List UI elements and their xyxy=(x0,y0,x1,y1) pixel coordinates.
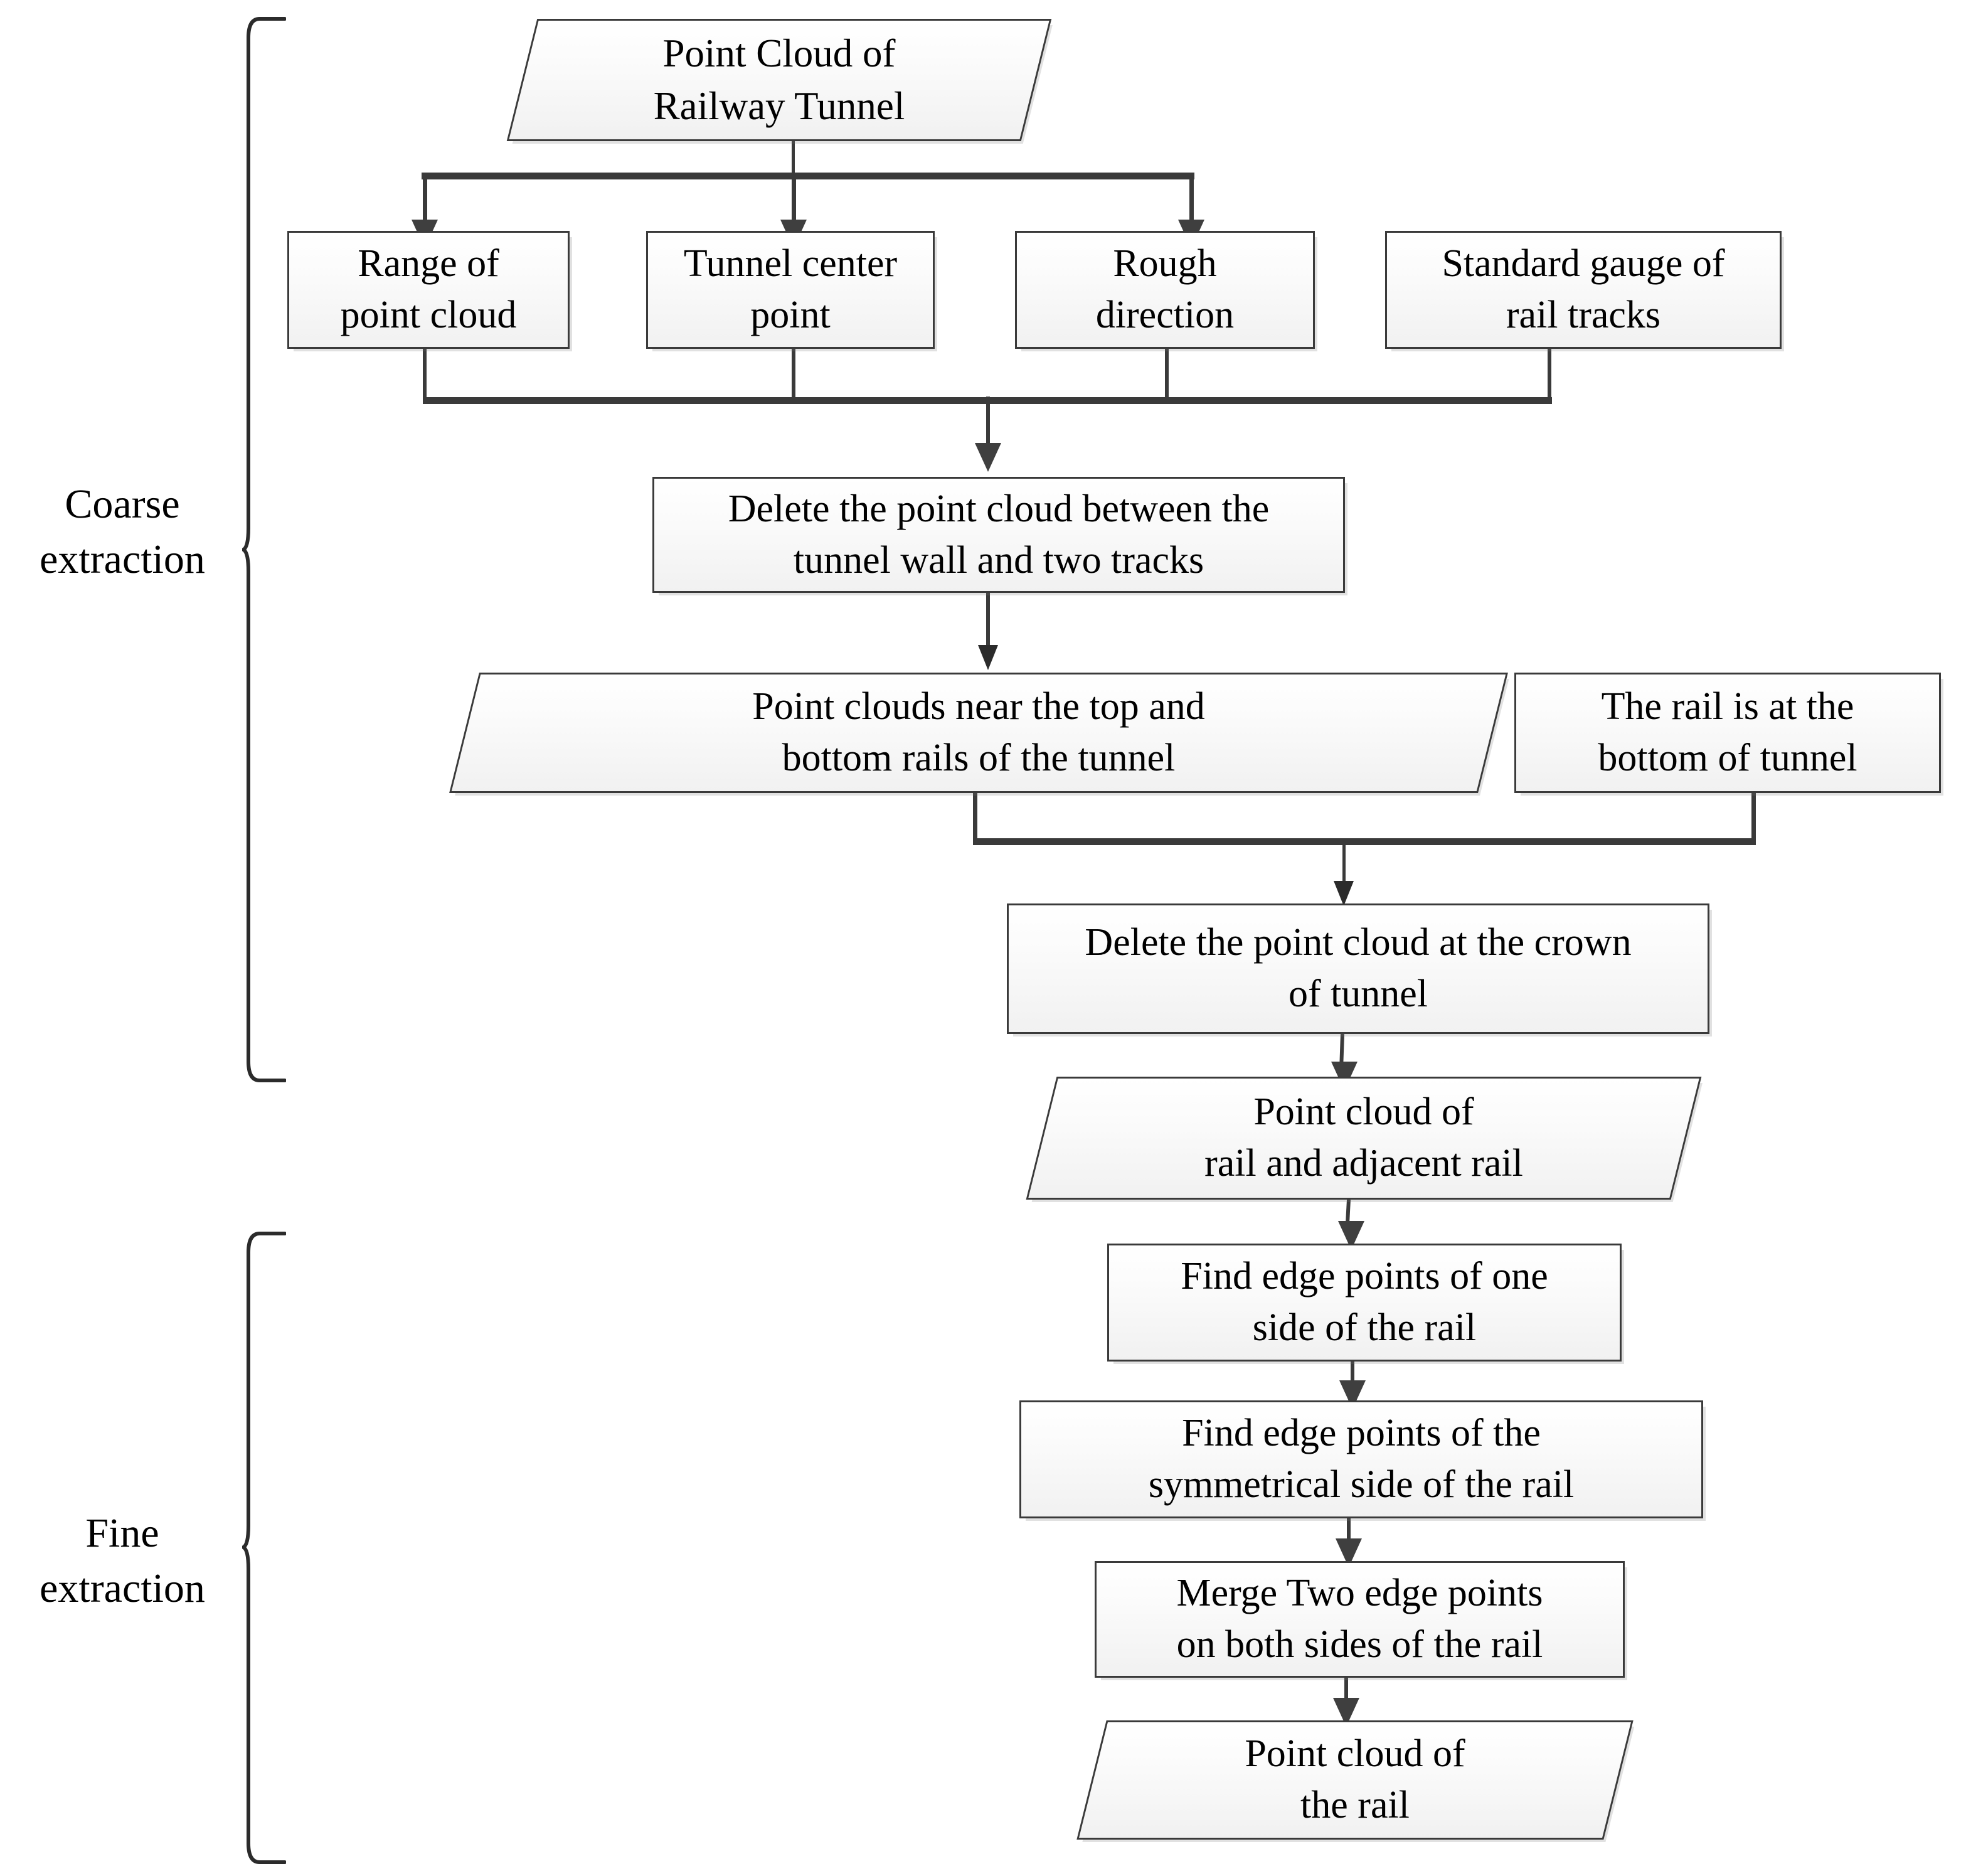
node-find-edge-points-symmetric[interactable]: Find edge points of the symmetrical side… xyxy=(1019,1400,1703,1518)
node-rail-is-at-bottom-of-tunnel[interactable]: The rail is at the bottom of tunnel xyxy=(1514,673,1941,793)
edge-clouds-near-rails-down xyxy=(973,792,977,843)
coarse-extraction-brace xyxy=(242,16,286,1083)
edge-input-to-rough-drop xyxy=(1189,176,1194,223)
node-label: Delete the point cloud between the tunne… xyxy=(728,487,1270,582)
arrowhead-to-delete-between xyxy=(975,443,1001,472)
node-label: Point Cloud of Railway Tunnel xyxy=(653,31,905,128)
node-label: Delete the point cloud at the crown of t… xyxy=(1085,921,1632,1015)
edge-input-bus xyxy=(422,173,1194,179)
edge-center-down xyxy=(792,348,795,402)
node-label: Tunnel center point xyxy=(683,242,898,336)
edge-merge-down xyxy=(1344,1676,1348,1713)
node-find-edge-points-one-side[interactable]: Find edge points of one side of the rail xyxy=(1107,1244,1622,1362)
node-label: Point cloud of rail and adjacent rail xyxy=(1204,1090,1523,1185)
node-label: Standard gauge of rail tracks xyxy=(1442,242,1725,336)
section-label-coarse: Coarse extraction xyxy=(40,481,205,583)
edge-input-to-center-drop xyxy=(792,176,796,223)
node-label: Point clouds near the top and bottom rai… xyxy=(752,685,1205,779)
node-tunnel-center-point[interactable]: Tunnel center point xyxy=(646,231,935,349)
node-rough-direction[interactable]: Rough direction xyxy=(1015,231,1315,349)
node-delete-point-cloud-at-crown[interactable]: Delete the point cloud at the crown of t… xyxy=(1007,903,1709,1034)
edge-crown-merge-stem xyxy=(1342,838,1346,887)
edge-row1-merge-stem xyxy=(986,397,990,448)
node-label: The rail is at the bottom of tunnel xyxy=(1598,685,1857,779)
node-label: Rough direction xyxy=(1095,242,1235,336)
node-label: Find edge points of the symmetrical side… xyxy=(1148,1412,1575,1506)
node-point-clouds-near-rails[interactable]: Point clouds near the top and bottom rai… xyxy=(449,673,1508,793)
edge-rough-down xyxy=(1165,348,1169,402)
edge-rail-at-bottom-down xyxy=(1751,792,1756,843)
node-merge-two-edge-points[interactable]: Merge Two edge points on both sides of t… xyxy=(1095,1561,1625,1678)
node-label: Merge Two edge points on both sides of t… xyxy=(1176,1572,1543,1666)
edge-delete-between-down xyxy=(986,591,990,649)
node-label: Find edge points of one side of the rail xyxy=(1181,1255,1548,1349)
node-delete-point-cloud-between-wall[interactable]: Delete the point cloud between the tunne… xyxy=(652,477,1345,593)
node-standard-gauge-of-rail-tracks[interactable]: Standard gauge of rail tracks xyxy=(1385,231,1782,349)
node-point-cloud-rail-and-adjacent[interactable]: Point cloud of rail and adjacent rail xyxy=(1026,1077,1702,1200)
arrowhead-to-delete-crown xyxy=(1334,881,1354,906)
edge-input-stem xyxy=(792,139,795,176)
node-label: Point cloud of the rail xyxy=(1245,1732,1465,1826)
arrowhead-to-clouds-near-rails xyxy=(978,645,998,670)
fine-extraction-brace xyxy=(242,1231,286,1865)
node-label: Range of point cloud xyxy=(340,242,517,336)
node-point-cloud-of-the-rail[interactable]: Point cloud of the rail xyxy=(1076,1720,1634,1840)
node-input-point-cloud[interactable]: Point Cloud of Railway Tunnel xyxy=(506,19,1052,141)
edge-range-down xyxy=(423,348,427,402)
node-range-of-point-cloud[interactable]: Range of point cloud xyxy=(287,231,570,349)
edge-crown-merge-bus xyxy=(973,838,1756,845)
edge-input-to-range-drop xyxy=(423,176,427,223)
edge-find-one-side-down xyxy=(1351,1360,1354,1397)
edge-find-symmetric-down xyxy=(1347,1517,1351,1554)
section-label-fine: Fine extraction xyxy=(40,1510,205,1612)
edge-gauge-down xyxy=(1548,348,1551,402)
